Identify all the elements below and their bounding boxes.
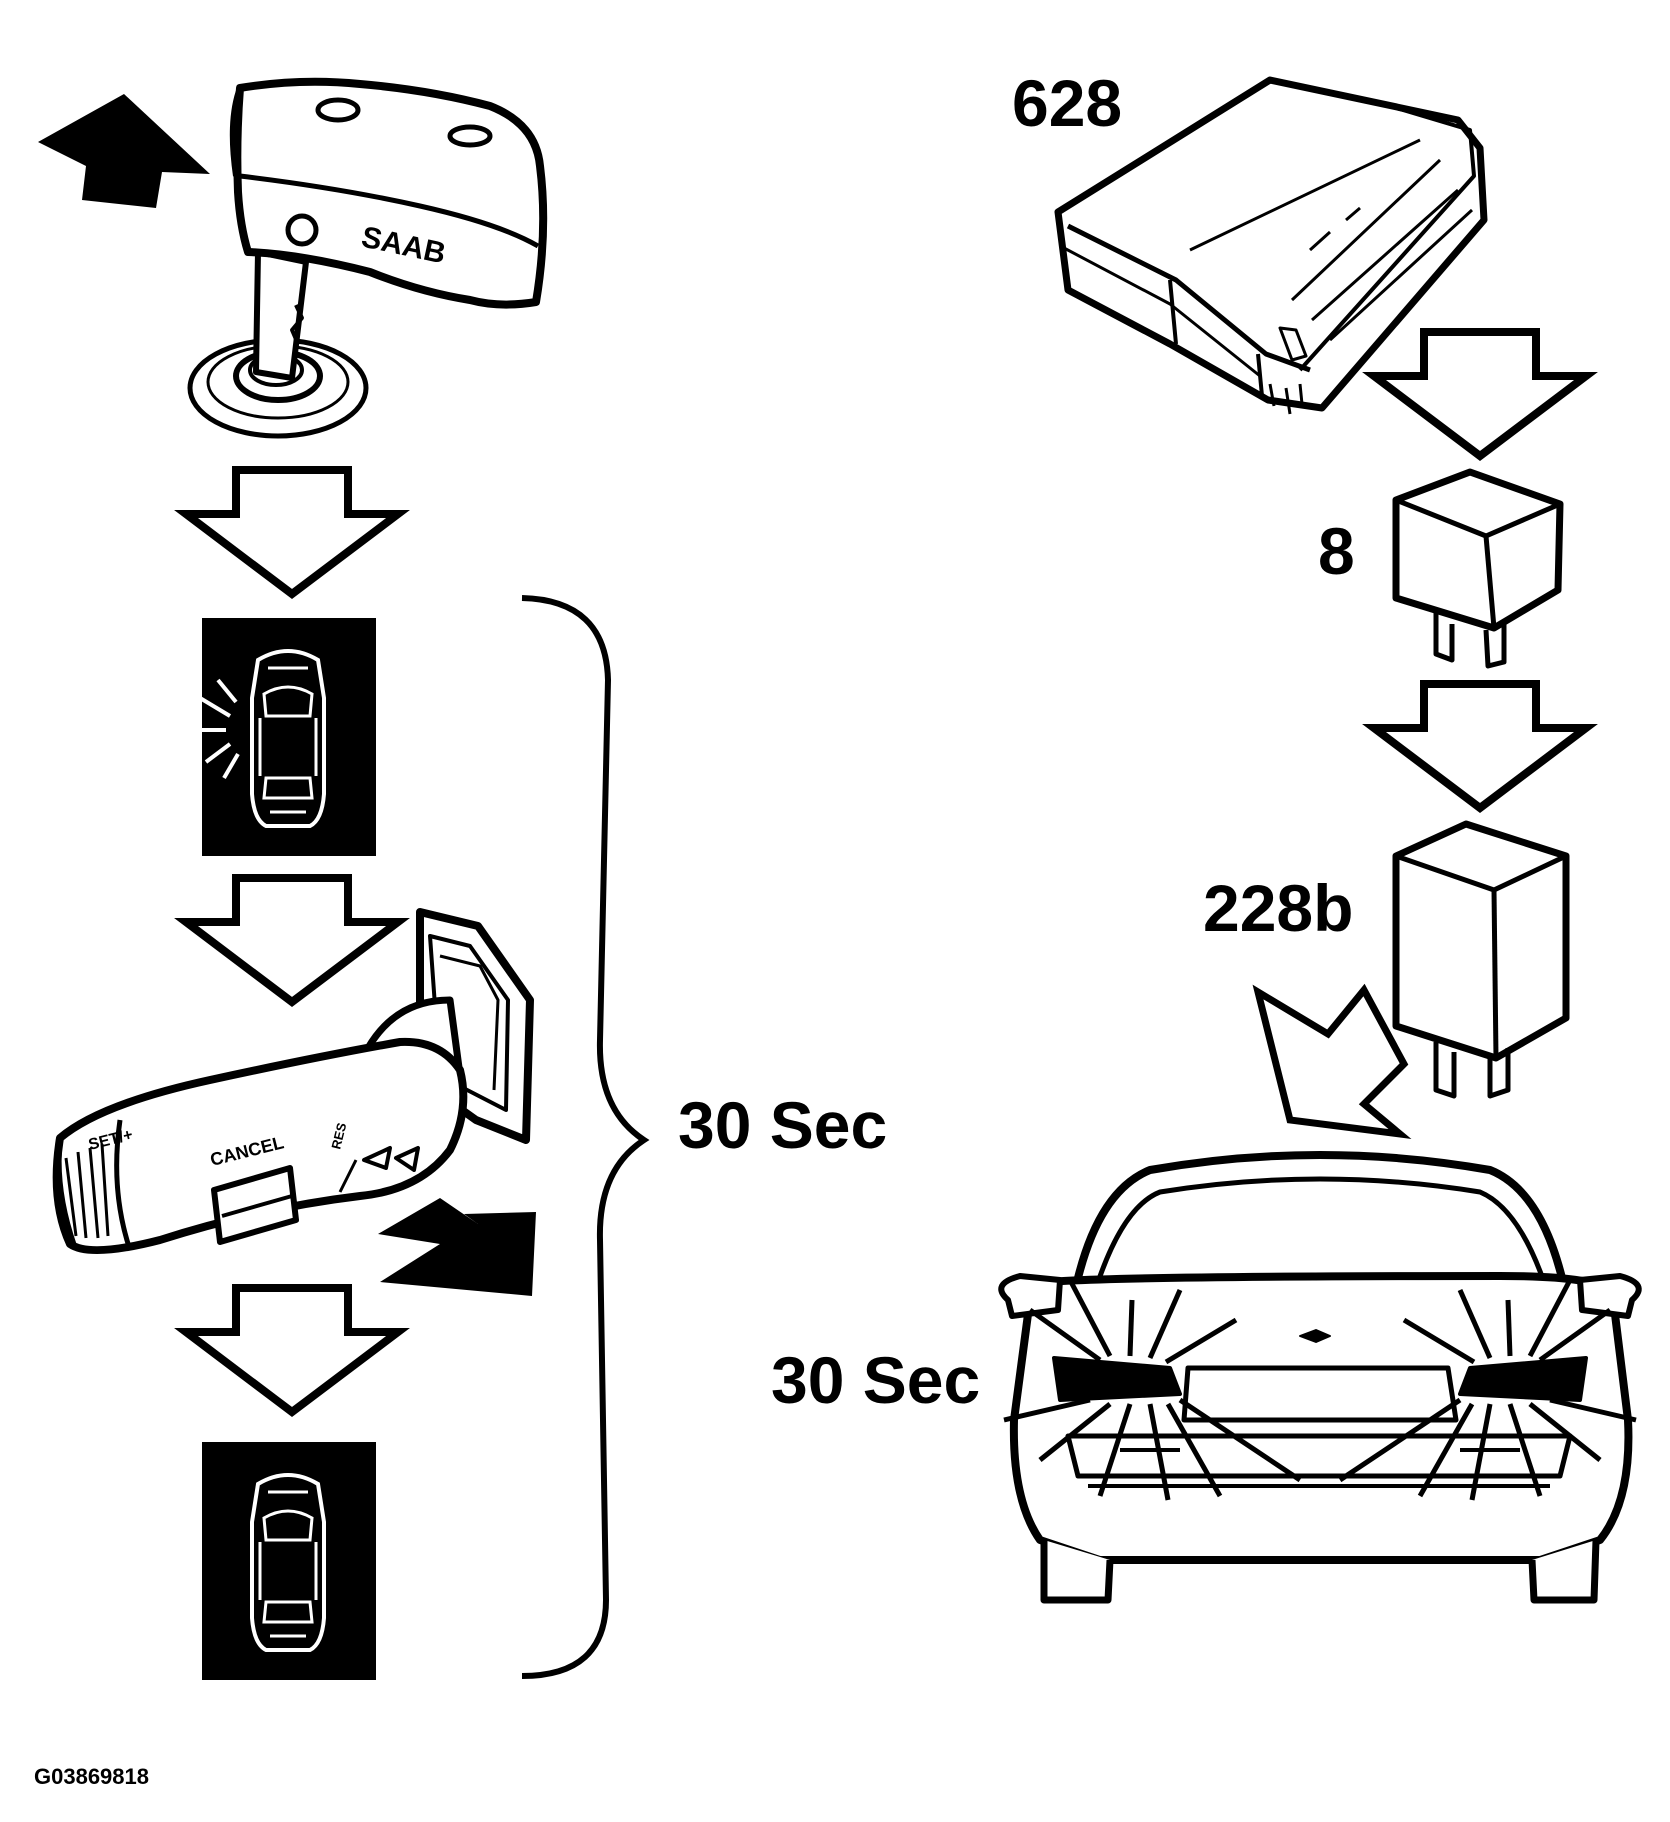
bold-arrow-icon (378, 1198, 536, 1296)
module-628-label: 628 (1012, 66, 1123, 140)
figure-code: G03869818 (34, 1764, 149, 1789)
relay-8-label: 8 (1318, 514, 1355, 588)
car-indicator-flashing-icon (198, 618, 376, 856)
hollow-down-arrow-icon (1252, 983, 1412, 1139)
control-module-icon (1054, 76, 1488, 415)
relay-228b-label: 228b (1203, 871, 1354, 945)
duration-label-right: 30 Sec (771, 1343, 981, 1417)
curly-brace-icon (521, 595, 650, 1679)
hollow-down-arrow-icon (186, 1288, 398, 1412)
hollow-down-arrow-icon (1374, 684, 1586, 808)
ignition-key-icon: SAAB (187, 77, 548, 439)
duration-label-left: 30 Sec (678, 1088, 888, 1162)
car-indicator-off-icon (202, 1442, 376, 1680)
bold-arrow-icon (38, 94, 210, 208)
car-front-headlights-icon (998, 1151, 1642, 1604)
relay-icon (1392, 820, 1570, 1099)
relay-icon (1392, 468, 1564, 669)
hollow-down-arrow-icon (186, 470, 398, 594)
hollow-down-arrow-icon (186, 878, 398, 1002)
cruise-control-stalk-icon: SET/+ CANCEL RES (52, 908, 534, 1255)
hollow-down-arrow-icon (1374, 332, 1586, 456)
stalk-resume-label: RES (328, 1121, 349, 1151)
